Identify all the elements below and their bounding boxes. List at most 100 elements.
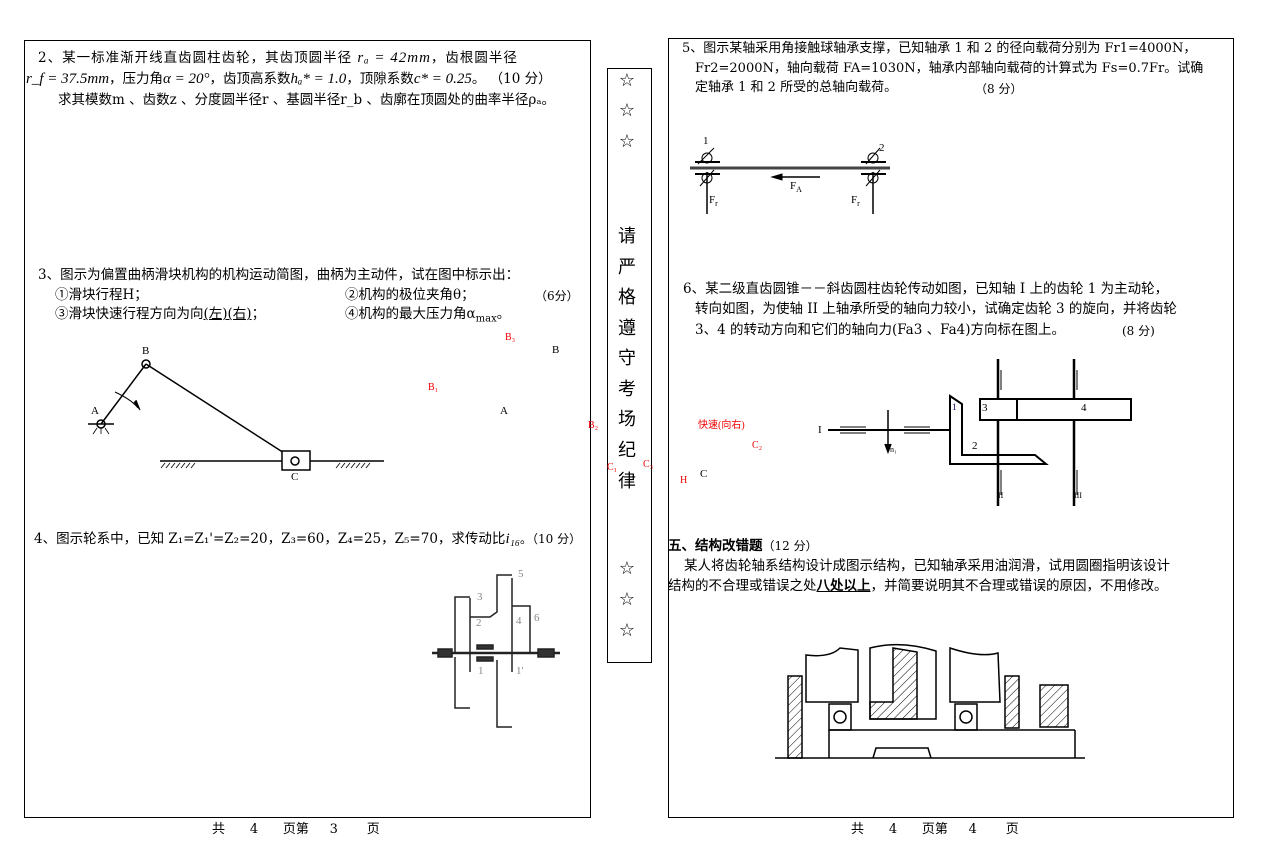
gear-label-3: 3 (477, 591, 483, 603)
label-C: C (291, 471, 299, 483)
banner-char: 守 (618, 348, 636, 369)
footer-total-n: 4 (888, 822, 898, 837)
section5-text: ，并简要说明其不合理或错误的原因，不用修改。 (870, 578, 1168, 594)
fa-text: F (790, 180, 797, 192)
banner-char: 格 (618, 287, 636, 308)
star-icon: ☆ (618, 131, 636, 152)
q5-score: （8 分） (975, 82, 1023, 96)
q5-line2: Fr2=2000N，轴向载荷 FA=1030N，轴承内部轴向载荷的计算式为 Fs… (695, 61, 1204, 76)
label-FA: FA (790, 180, 802, 194)
annot-C: C (700, 468, 708, 480)
gear-label-5: 5 (518, 568, 524, 580)
gear-label-2: 2 (476, 617, 482, 629)
footer-page-mid: 页第 (921, 822, 948, 837)
label-B: B (142, 345, 150, 357)
gear-label-4: 4 (516, 615, 522, 627)
annot-fast: 快速(向右) (698, 420, 745, 431)
footer-total-n: 4 (249, 822, 259, 837)
annot-B3: B₃ (505, 332, 516, 343)
fr1-sub: r (715, 199, 718, 209)
q2-text: ，顶隙系数 (346, 71, 414, 87)
shaft-structure-diagram (775, 643, 1085, 759)
annot-C3: C₃ (643, 459, 654, 470)
q2-line2: r_f = 37.5mm，压力角α = 20°，齿顶高系数hₐ* = 1.0，顶… (26, 70, 552, 88)
gear-4-label: 4 (1081, 402, 1087, 414)
q4-score: 。（10 分） (520, 532, 582, 546)
annot-C2: C₂ (752, 440, 763, 451)
q2-ra: rₐ = 42mm (357, 50, 431, 66)
q3-score: （6分） (535, 289, 579, 303)
q3-item3-answer: (左)(右) (203, 306, 252, 322)
annot-B: B (552, 344, 560, 356)
star-icon: ☆ (618, 620, 636, 641)
banner-char: 遵 (618, 318, 636, 339)
footer-page-mid: 页第 (282, 822, 309, 837)
slider-crank-diagram (88, 359, 384, 471)
q3-line1: 3、图示为偏置曲柄滑块机构的机构运动简图，曲柄为主动件，试在图中标示出： (38, 267, 520, 283)
banner-char: 请 (618, 226, 636, 247)
label-Fr2: Fr (851, 194, 860, 208)
banner-char: 严 (618, 257, 636, 278)
gear-label-1p: 1' (516, 665, 524, 677)
section5-emphasis: 八处以上 (816, 578, 871, 594)
gear-label-6: 6 (534, 612, 540, 624)
q2-line3: 求其模数m 、齿数z 、分度圆半径r 、基圆半径r_b 、齿廓在顶圆处的曲率半径… (58, 92, 556, 108)
q2-ha: hₐ* = 1.0 (290, 71, 347, 87)
gear-1-label: 1 (952, 402, 957, 412)
q2-text: ，齿根圆半径 (430, 50, 518, 66)
footer-total: 共 (851, 822, 865, 837)
banner-char: 考 (618, 379, 636, 400)
bearing-shaft-diagram (690, 147, 890, 214)
banner-char: 纪 (618, 440, 636, 461)
q3-item3: ③滑块快速行程方向为向(左)(右)； (55, 305, 265, 323)
q4-i16: i₁₆ (505, 531, 521, 547)
star-icon: ☆ (618, 100, 636, 121)
q3-item3-text: ； (251, 306, 266, 322)
star-icon: ☆ (618, 558, 636, 579)
q2-text: 。 （10 分） (471, 71, 552, 87)
footer-page-n: 4 (968, 822, 977, 837)
footer-total: 共 (212, 822, 226, 837)
banner-char: 律 (618, 471, 636, 492)
q2-line1: 2、某一标准渐开线直齿圆柱齿轮，其齿顶圆半径 rₐ = 42mm，齿根圆半径 (38, 49, 518, 67)
star-icon: ☆ (618, 589, 636, 610)
page-3-frame (24, 40, 591, 818)
bevel-helical-gear-diagram (828, 359, 1132, 506)
page-4-frame (668, 38, 1234, 818)
banner-char: 场 (618, 409, 636, 430)
page-3-footer: 共 4 页第 3 页 (212, 818, 380, 837)
q2-text: ，齿顶高系数 (209, 71, 291, 87)
fr1-text: F (709, 194, 716, 206)
q6-line2: 转向如图，为使轴 II 上轴承所受的轴向力较小，试确定齿轮 3 的旋向，并将齿轮 (695, 301, 1177, 317)
section5-heading: 五、结构改错题 (668, 538, 763, 554)
q6-score: (8 分) (1122, 324, 1155, 338)
fr2-text: F (851, 194, 858, 206)
shaft-I-label: I (818, 424, 822, 436)
bearing-label-2: 2 (879, 142, 885, 154)
q2-text: 2、某一标准渐开线直齿圆柱齿轮，其齿顶圆半径 (38, 50, 353, 66)
q3-item4-sub: max (475, 313, 497, 325)
q5-line1: 5、图示某轴采用角接触球轴承支撑，已知轴承 1 和 2 的径向载荷分别为 Fr1… (682, 41, 1197, 56)
bearing-label-1: 1 (703, 135, 709, 147)
gear-2-label: 2 (972, 440, 978, 452)
gear-3-label: 3 (982, 402, 988, 414)
n1-label: n₁ (890, 445, 897, 454)
q5-line3: 定轴承 1 和 2 所受的总轴向载荷。 (695, 80, 898, 95)
q6-line3: 3、4 的转动方向和它们的轴向力(Fa3 、Fa4)方向标在图上。 (695, 322, 1065, 338)
q2-rf: r_f = 37.5mm (26, 71, 110, 87)
gear-label-1: 1 (478, 665, 484, 677)
section5-score: （12 分） (762, 539, 818, 553)
q3-item3-text: ③滑块快速行程方向为向 (55, 306, 204, 322)
footer-page-n: 3 (329, 822, 338, 837)
q3-item4: ④机构的最大压力角αmax。 (345, 305, 510, 329)
q2-alpha: α = 20° (163, 71, 210, 87)
shaft-II-label: II (998, 491, 1004, 500)
section5-line1: 某人将齿轮轴系结构设计成图示结构，已知轴承采用油润滑，试用圆圈指明该设计 (684, 558, 1170, 574)
label-Fr1: Fr (709, 194, 718, 208)
annot-A: A (500, 405, 508, 417)
shaft-III-label: III (1074, 491, 1082, 500)
q2-text: ，压力角 (109, 71, 164, 87)
footer-page-end: 页 (1005, 822, 1019, 837)
annot-B2: B₂ (588, 420, 599, 431)
q3-item4-text: ④机构的最大压力角α (345, 306, 476, 322)
